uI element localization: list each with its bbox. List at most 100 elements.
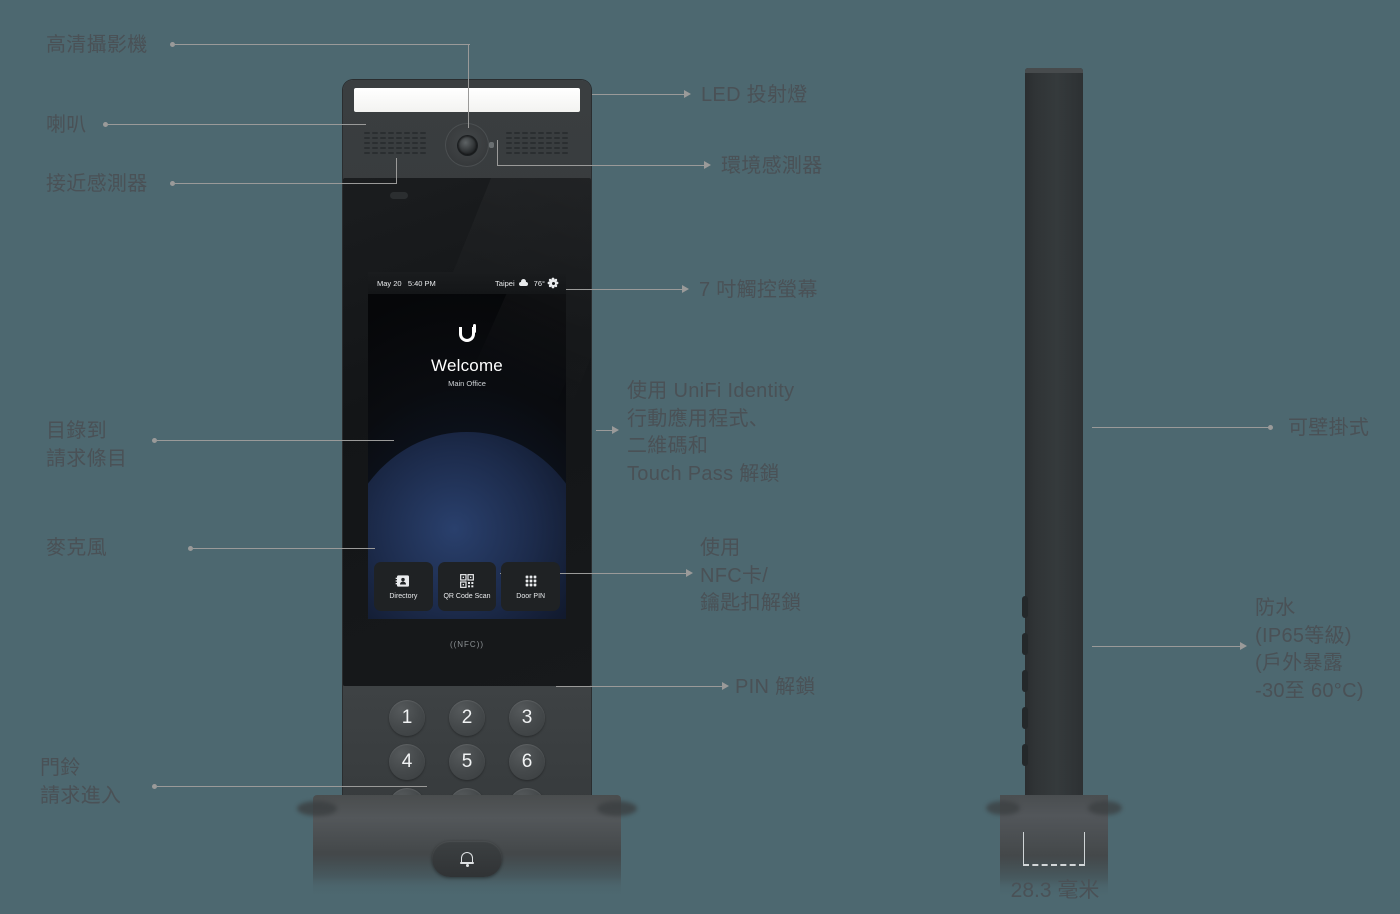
leader-arrow-identity xyxy=(612,426,619,434)
leader-dot-wall-mount xyxy=(1268,425,1273,430)
action-door-pin[interactable]: Door PIN xyxy=(501,562,561,611)
leader-arrow-ambient xyxy=(704,161,711,169)
front-glass-panel: May 20 5:40 PM Taipei 76° Welcome M xyxy=(343,178,591,686)
side-device-body xyxy=(1022,68,1083,818)
leader-arrow-nfc xyxy=(686,569,693,577)
leader-line-doorbell xyxy=(157,786,427,787)
leader-line-nfc xyxy=(500,573,686,574)
mount-shadow-left xyxy=(297,801,337,816)
gear-icon[interactable] xyxy=(549,279,557,287)
side-device-mount-base xyxy=(986,795,1122,900)
leader-dot-proximity xyxy=(170,181,175,186)
ambient-sensor-dot xyxy=(489,142,494,148)
leader-line-identity xyxy=(596,430,612,431)
leader-line-speaker xyxy=(108,124,366,125)
action-qr-label: QR Code Scan xyxy=(443,593,491,600)
side-top-cap xyxy=(1025,68,1083,73)
doorbell-button[interactable] xyxy=(432,841,502,877)
status-time: 5:40 PM xyxy=(407,278,436,288)
bell-icon xyxy=(459,851,475,867)
side-keypad-bump-5 xyxy=(1022,744,1028,766)
leader-arrow-touchscreen xyxy=(682,285,689,293)
keypad-key-4[interactable]: 4 xyxy=(389,744,425,780)
side-mount-shadow-left xyxy=(986,801,1020,815)
proximity-sensor-window xyxy=(390,192,408,199)
action-qr-code-scan[interactable]: QR Code Scan xyxy=(437,562,497,611)
leader-dot-doorbell xyxy=(152,784,157,789)
leader-line-proximity xyxy=(175,183,397,184)
status-bar-weather: Taipei 76° xyxy=(495,279,557,288)
top-sensor-band xyxy=(343,116,591,178)
leader-line-microphone xyxy=(193,548,375,549)
action-directory-label: Directory xyxy=(389,593,418,600)
leader-arrow-pin xyxy=(722,682,729,690)
leader-line-directory xyxy=(157,440,394,441)
depth-dimension-dashed-line xyxy=(1023,864,1085,866)
status-date: May 20 xyxy=(377,278,402,288)
location-text: Main Office xyxy=(448,379,486,388)
screen-status-bar: May 20 5:40 PM Taipei 76° xyxy=(368,272,566,294)
leader-line-waterproof xyxy=(1092,646,1240,647)
depth-dimension-bracket xyxy=(1023,832,1085,864)
leader-drop-proximity xyxy=(396,158,397,183)
leader-dot-directory xyxy=(152,438,157,443)
mount-shadow-right xyxy=(597,801,637,816)
speaker-grille-right xyxy=(506,132,570,156)
status-city: Taipei xyxy=(495,278,515,288)
label-touchscreen: 7 吋觸控螢幕 xyxy=(699,279,818,301)
leader-drop-ambient xyxy=(497,140,498,166)
label-hd-camera: 高清攝影機 xyxy=(46,34,148,56)
leader-line-touchscreen xyxy=(530,289,682,290)
label-wall-mount: 可壁掛式 xyxy=(1288,417,1370,439)
speaker-grille-left xyxy=(364,132,428,156)
leader-dot-speaker xyxy=(103,122,108,127)
label-proximity-sensor: 接近感測器 xyxy=(46,173,148,195)
keypad-key-1[interactable]: 1 xyxy=(389,700,425,736)
leader-line-ambient xyxy=(497,165,704,166)
screen-action-row: Directory xyxy=(374,562,561,611)
leader-line-pin xyxy=(556,686,722,687)
label-pin-unlock: PIN 解鎖 xyxy=(735,676,816,698)
side-keypad-bump-3 xyxy=(1022,670,1028,692)
side-keypad-bump-2 xyxy=(1022,633,1028,655)
leader-line-wall-mount xyxy=(1092,427,1270,428)
depth-dimension-label: 28.3 毫米 xyxy=(1010,879,1100,902)
keypad-key-5[interactable]: 5 xyxy=(449,744,485,780)
label-doorbell: 門鈴 請求進入 xyxy=(40,757,122,807)
leader-arrow-led xyxy=(684,90,691,98)
status-temperature: 76° xyxy=(533,278,545,288)
label-directory: 目錄到 請求條目 xyxy=(46,420,128,470)
leader-line-hd-camera xyxy=(175,44,470,45)
qr-code-icon xyxy=(460,574,474,588)
hd-camera-lens xyxy=(445,123,489,167)
label-ambient-sensor: 環境感測器 xyxy=(721,155,823,177)
keypad-key-2[interactable]: 2 xyxy=(449,700,485,736)
keypad-key-3[interactable]: 3 xyxy=(509,700,545,736)
greeting-text: Welcome xyxy=(431,356,503,375)
contact-card-icon xyxy=(395,575,410,587)
leader-dot-hd-camera xyxy=(170,42,175,47)
label-waterproof: 防水 (IP65等級) (戶外暴露 -30至 60°C) xyxy=(1255,597,1364,702)
side-keypad-bump-1 xyxy=(1022,596,1028,618)
label-speaker: 喇叭 xyxy=(46,114,87,136)
leader-drop-hd-camera xyxy=(468,44,469,128)
label-microphone: 麥克風 xyxy=(46,537,107,559)
side-keypad-bump-4 xyxy=(1022,707,1028,729)
touchscreen-display[interactable]: May 20 5:40 PM Taipei 76° Welcome M xyxy=(368,272,566,619)
action-door-pin-label: Door PIN xyxy=(516,593,546,600)
leader-dot-microphone xyxy=(188,546,193,551)
label-nfc-unlock: 使用 NFC卡/ 鑰匙扣解鎖 xyxy=(700,537,802,615)
label-identity-unlock: 使用 UniFi Identity 行動應用程式、 二維碼和 Touch Pas… xyxy=(627,380,795,485)
unifi-logo xyxy=(368,324,566,351)
status-bar-datetime: May 20 5:40 PM xyxy=(377,279,436,288)
keypad-dots-icon xyxy=(525,575,537,587)
keypad-key-6[interactable]: 6 xyxy=(509,744,545,780)
front-device-body: May 20 5:40 PM Taipei 76° Welcome M xyxy=(343,80,591,877)
led-floodlight-strip xyxy=(354,88,580,112)
side-mount-shadow-right xyxy=(1088,801,1122,815)
nfc-indicator: ((NFC)) xyxy=(449,640,485,649)
action-directory[interactable]: Directory xyxy=(374,562,433,611)
label-led-floodlight: LED 投射燈 xyxy=(701,84,808,106)
leader-arrow-waterproof xyxy=(1240,642,1247,650)
